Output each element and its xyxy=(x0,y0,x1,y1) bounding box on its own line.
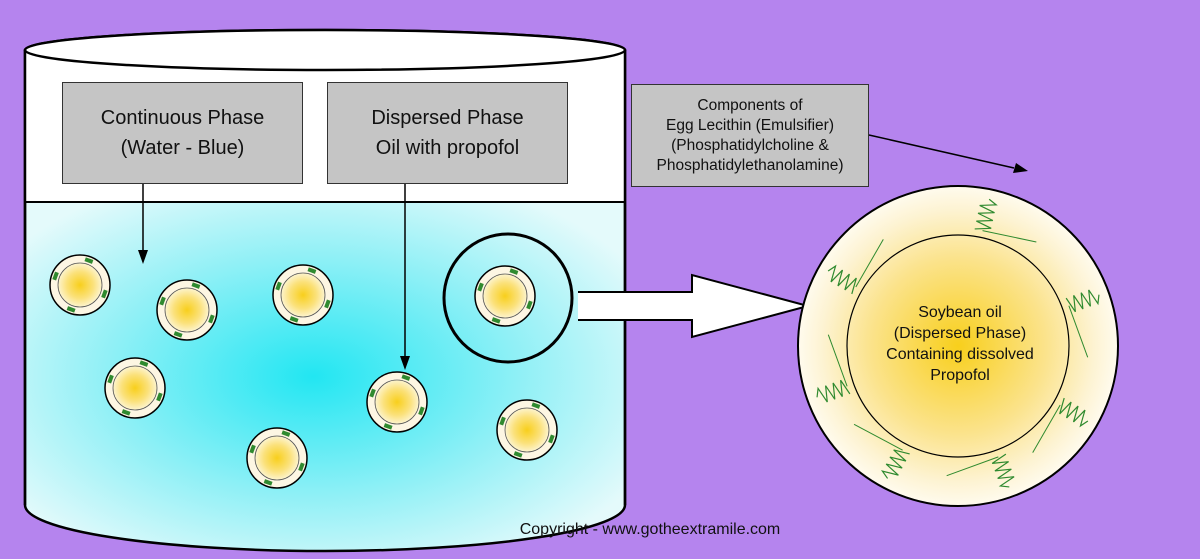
lecithin-mark xyxy=(1065,289,1100,313)
soybean-oil-label: Soybean oil (Dispersed Phase) Containing… xyxy=(886,304,1034,384)
oil-droplet xyxy=(496,399,558,461)
arrow-components xyxy=(868,134,1015,169)
lecithin-tail xyxy=(982,230,1037,243)
magnifier-circle xyxy=(442,232,574,364)
droplets-group xyxy=(49,254,558,489)
big-droplet-inner xyxy=(846,234,1070,458)
lecithin-components-box: Components of Egg Lecithin (Emulsifier) … xyxy=(631,84,869,187)
lecithin-mark xyxy=(974,198,998,230)
dispersed-phase-box: Dispersed Phase Oil with propofol xyxy=(327,82,568,184)
oil-droplet xyxy=(246,427,308,489)
big-droplet xyxy=(797,185,1119,507)
oil-droplet xyxy=(156,279,218,341)
lecithin-tail xyxy=(1032,404,1061,453)
lecithin-layer xyxy=(816,198,1100,488)
oil-droplet xyxy=(104,357,166,419)
oil-droplet xyxy=(366,371,428,433)
oil-droplet xyxy=(272,264,334,326)
oil-droplet xyxy=(474,265,536,327)
continuous-phase-box: Continuous Phase (Water - Blue) xyxy=(62,82,303,184)
lecithin-mark xyxy=(827,264,857,295)
lecithin-mark xyxy=(880,449,910,479)
lecithin-mark xyxy=(1059,397,1089,428)
lecithin-tail xyxy=(855,239,884,288)
oil-droplet xyxy=(49,254,111,316)
beaker-walls xyxy=(23,50,627,553)
lecithin-mark xyxy=(991,453,1015,488)
lecithin-mark xyxy=(816,379,851,403)
lecithin-tail xyxy=(1068,305,1089,358)
copyright-text: Copyright - www.gotheextramile.com xyxy=(519,521,781,538)
lecithin-tail xyxy=(853,423,903,451)
lecithin-tail xyxy=(946,456,999,477)
lecithin-tail xyxy=(827,334,848,387)
